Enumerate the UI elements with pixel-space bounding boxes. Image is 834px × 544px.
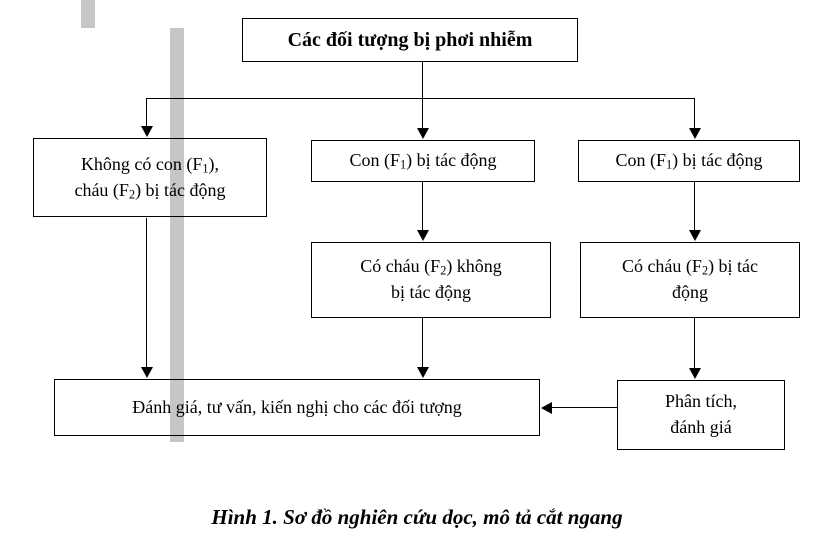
gray-marker-bar-long: [170, 28, 184, 442]
subscript-f1: 1: [202, 161, 209, 176]
edge-grandchildren-not-affected-to-outcome: [422, 318, 423, 368]
edge-bus-to-middle: [422, 98, 423, 129]
arrowhead-bus-to-left: [141, 126, 153, 137]
subscript-f1: 1: [665, 157, 673, 172]
arrowhead-left-to-outcome: [141, 367, 153, 378]
arrowhead-grandchildren-affected-to-analysis: [689, 368, 701, 379]
node-evaluate-advise-recommend: Đánh giá, tư vấn, kiến nghị cho các đối …: [54, 379, 540, 436]
node-children-affected-right: Con (F1) bị tác động: [578, 140, 800, 182]
subscript-f2: 2: [701, 264, 709, 279]
node-evaluate-advise-recommend-label: Đánh giá, tư vấn, kiến nghị cho các đối …: [132, 396, 462, 417]
node-grandchildren-affected-label: Có cháu (F2) bị tác động: [621, 256, 759, 302]
arrowhead-bus-to-right: [689, 128, 701, 139]
subscript-f2: 2: [128, 187, 136, 202]
arrowhead-grandchildren-not-affected-to-outcome: [417, 367, 429, 378]
subscript-f2: 2: [440, 264, 447, 279]
node-analysis-evaluation: Phân tích, đánh giá: [617, 380, 785, 450]
node-exposed-subjects-label: Các đối tượng bị phơi nhiễm: [287, 28, 533, 51]
node-no-children-grandchildren-affected: Không có con (F1), cháu (F2) bị tác động: [33, 138, 267, 217]
edge-right-to-grandchildren: [694, 182, 695, 231]
node-grandchildren-not-affected-label: Có cháu (F2) không bị tác động: [360, 256, 502, 302]
node-children-affected-middle-label: Con (F1) bị tác động: [349, 150, 497, 172]
node-exposed-subjects: Các đối tượng bị phơi nhiễm: [242, 18, 578, 62]
edge-analysis-to-outcome: [552, 407, 617, 408]
edge-distribution-bus: [146, 98, 695, 99]
edge-bus-to-right: [694, 98, 695, 129]
subscript-f1: 1: [399, 157, 407, 172]
node-analysis-evaluation-label: Phân tích, đánh giá: [665, 391, 737, 437]
arrowhead-bus-to-middle: [417, 128, 429, 139]
edge-left-to-outcome: [146, 218, 147, 368]
figure-caption: Hình 1. Sơ đồ nghiên cứu dọc, mô tả cắt …: [211, 505, 623, 529]
node-grandchildren-affected: Có cháu (F2) bị tác động: [580, 242, 800, 318]
arrowhead-analysis-to-outcome: [541, 402, 552, 414]
node-children-affected-middle: Con (F1) bị tác động: [311, 140, 535, 182]
arrowhead-middle-to-grandchildren: [417, 230, 429, 241]
edge-root-drop: [422, 62, 423, 98]
node-grandchildren-not-affected: Có cháu (F2) không bị tác động: [311, 242, 551, 318]
arrowhead-right-to-grandchildren: [689, 230, 701, 241]
edge-grandchildren-affected-to-analysis: [694, 318, 695, 369]
gray-marker-bar-short: [81, 0, 95, 28]
edge-middle-to-grandchildren: [422, 182, 423, 231]
node-children-affected-right-label: Con (F1) bị tác động: [615, 150, 763, 172]
node-no-children-grandchildren-affected-label: Không có con (F1), cháu (F2) bị tác động: [74, 153, 226, 202]
edge-bus-to-left: [146, 98, 147, 127]
